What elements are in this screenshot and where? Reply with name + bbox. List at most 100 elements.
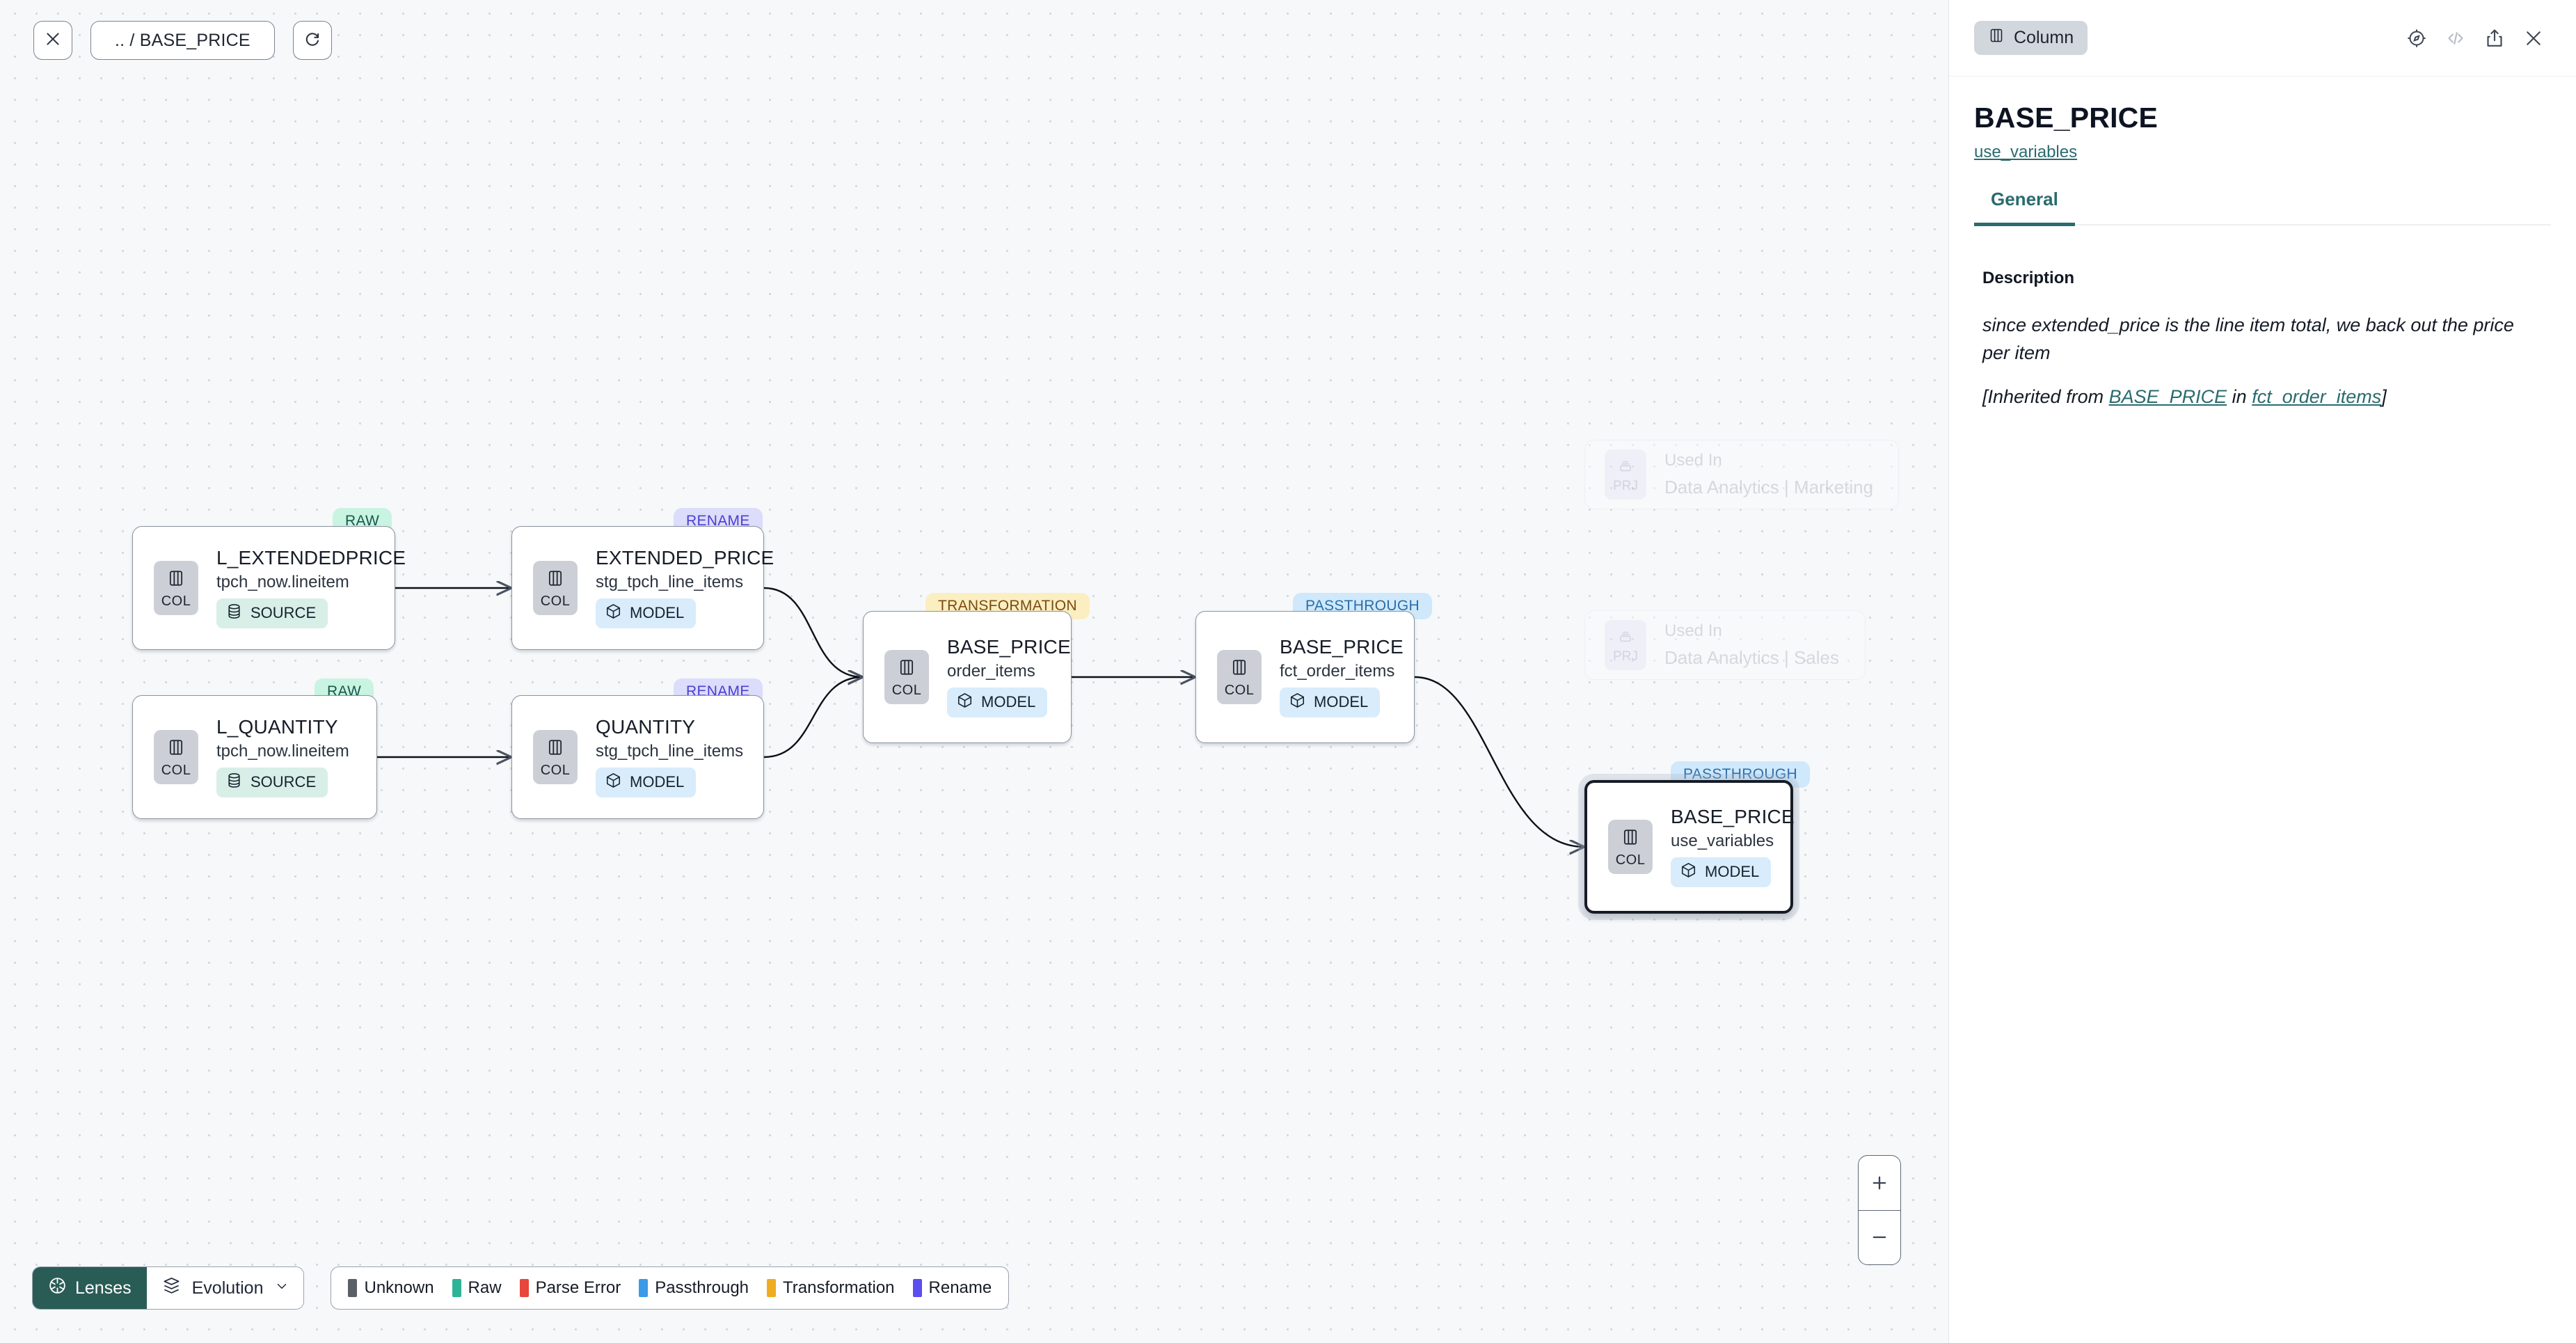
project-stack-icon [1617, 628, 1634, 648]
lenses-button[interactable]: Lenses [33, 1267, 147, 1309]
legend-item-passthrough[interactable]: Passthrough [639, 1278, 749, 1298]
node-title: BASE_PRICE [1671, 806, 1795, 828]
node-subtitle: order_items [947, 661, 1035, 681]
close-icon [44, 30, 62, 51]
lenses-label: Lenses [75, 1278, 132, 1298]
node-materialization-label: MODEL [1705, 863, 1760, 881]
node-kind-badge: COL [1608, 820, 1653, 874]
column-icon [546, 737, 565, 761]
project-stack-icon [1617, 457, 1634, 477]
legend-label: Unknown [364, 1278, 434, 1297]
share-icon[interactable] [2484, 28, 2505, 49]
legend-item-transformation[interactable]: Transformation [767, 1278, 895, 1298]
cube-icon [1680, 861, 1697, 883]
refresh-button[interactable] [292, 21, 332, 60]
legend-swatch [912, 1279, 922, 1297]
node-kind-badge: COL [533, 561, 578, 615]
description-label: Description [1982, 269, 2075, 287]
legend-swatch [639, 1279, 649, 1297]
close-icon[interactable] [2523, 28, 2544, 49]
node-body: L_EXTENDEDPRICE tpch_now.lineitem SOURCE [216, 548, 406, 628]
lineage-canvas[interactable]: .. / BASE_PRICE PRJ Used In Data Analyti… [0, 0, 1948, 1343]
node-body: BASE_PRICE order_items MODEL [947, 637, 1071, 717]
inherited-column-link[interactable]: BASE_PRICE [2108, 386, 2227, 408]
entity-type-chip: Column [1974, 21, 2088, 55]
lineage-node-l_quantity[interactable]: COL L_QUANTITY tpch_now.lineitem SOURCE [132, 695, 377, 819]
node-kind-label: COL [1615, 852, 1646, 868]
node-body: BASE_PRICE fct_order_items MODEL [1280, 637, 1404, 717]
cube-icon [605, 603, 622, 624]
refresh-icon [303, 30, 321, 51]
node-subtitle: use_variables [1671, 831, 1774, 850]
chevron-down-icon [274, 1278, 289, 1298]
node-materialization-label: SOURCE [251, 773, 317, 791]
node-materialization-label: MODEL [981, 693, 1036, 711]
inherited-model-link[interactable]: fct_order_items [2252, 386, 2382, 408]
project-badge-label: PRJ [1613, 649, 1638, 664]
lineage-node-base_price_order_items[interactable]: COL BASE_PRICE order_items MODEL [863, 611, 1072, 743]
lineage-node-base_price_fct_order_items[interactable]: COL BASE_PRICE fct_order_items MODEL [1195, 611, 1415, 743]
node-title: BASE_PRICE [1280, 636, 1404, 658]
legend-item-rename[interactable]: Rename [912, 1278, 992, 1298]
node-kind-badge: COL [884, 650, 929, 704]
entity-type-label: Column [2014, 28, 2074, 47]
node-materialization-badge: MODEL [1671, 857, 1772, 887]
node-materialization-label: MODEL [630, 604, 685, 622]
used-in-label: Used In [1664, 621, 1722, 640]
node-subtitle: stg_tpch_line_items [596, 741, 744, 761]
node-materialization-label: SOURCE [251, 604, 317, 622]
column-icon [1621, 827, 1640, 851]
node-kind-label: COL [891, 683, 922, 698]
cube-icon [605, 772, 622, 793]
database-icon [225, 603, 243, 624]
node-title: L_QUANTITY [216, 716, 338, 738]
close-graph-button[interactable] [33, 21, 72, 60]
lineage-node-quantity[interactable]: COL QUANTITY stg_tpch_line_items MODEL [511, 695, 764, 819]
used-in-value: Data Analytics | Sales [1664, 647, 1839, 668]
tab-general[interactable]: General [1974, 189, 2075, 226]
lenses-control: Lenses Evolution [32, 1266, 305, 1310]
node-materialization-badge: MODEL [1280, 687, 1381, 717]
column-icon [1988, 27, 2005, 49]
used-in-card-used-in-sales[interactable]: PRJ Used In Data Analytics | Sales [1584, 610, 1866, 680]
legend-label: Passthrough [655, 1278, 749, 1297]
code-icon[interactable] [2445, 28, 2466, 49]
evolution-label: Evolution [191, 1278, 264, 1298]
compass-icon[interactable] [2406, 28, 2427, 49]
node-materialization-badge: SOURCE [216, 767, 328, 797]
zoom-out-button[interactable] [1859, 1209, 1900, 1265]
column-icon [897, 657, 916, 681]
node-body: L_QUANTITY tpch_now.lineitem SOURCE [216, 717, 349, 797]
evolution-dropdown[interactable]: Evolution [146, 1267, 304, 1309]
lineage-node-base_price_use_variables[interactable]: COL BASE_PRICE use_variables MODEL [1584, 780, 1795, 914]
inherited-prefix: [Inherited from [1982, 386, 2109, 408]
lineage-legend: Unknown Raw Parse Error Passthrough Tran… [331, 1266, 1010, 1310]
legend-swatch [452, 1279, 461, 1297]
node-title: L_EXTENDEDPRICE [216, 547, 406, 569]
node-subtitle: tpch_now.lineitem [216, 741, 349, 761]
lineage-node-l_extendedprice[interactable]: COL L_EXTENDEDPRICE tpch_now.lineitem SO… [132, 526, 406, 650]
project-badge-label: PRJ [1613, 478, 1638, 493]
legend-label: Parse Error [535, 1278, 621, 1297]
lineage-node-extended_price[interactable]: COL EXTENDED_PRICE stg_tpch_line_items M… [511, 526, 774, 650]
project-badge: PRJ [1605, 620, 1646, 670]
node-materialization-badge: MODEL [947, 687, 1048, 717]
inherited-suffix: ] [2381, 386, 2387, 408]
node-kind-badge: COL [154, 730, 198, 784]
description-text: since extended_price is the line item to… [1982, 315, 2514, 363]
canvas-bottom-bar: Lenses Evolution [32, 1266, 1010, 1310]
column-icon [166, 568, 186, 592]
legend-item-raw[interactable]: Raw [452, 1278, 502, 1298]
parent-model-link[interactable]: use_variables [1974, 143, 2078, 161]
database-icon [225, 772, 243, 793]
used-in-card-used-in-marketing[interactable]: PRJ Used In Data Analytics | Marketing [1584, 440, 1899, 509]
legend-item-parse-error[interactable]: Parse Error [519, 1278, 621, 1298]
used-in-body: Used In Data Analytics | Sales [1664, 621, 1839, 669]
zoom-in-button[interactable] [1859, 1156, 1900, 1210]
node-materialization-badge: MODEL [596, 598, 697, 628]
used-in-value: Data Analytics | Marketing [1664, 477, 1874, 498]
legend-item-unknown[interactable]: Unknown [348, 1278, 434, 1298]
panel-header: Column [1949, 0, 2576, 77]
breadcrumb[interactable]: .. / BASE_PRICE [90, 21, 275, 60]
node-kind-label: COL [540, 594, 571, 609]
